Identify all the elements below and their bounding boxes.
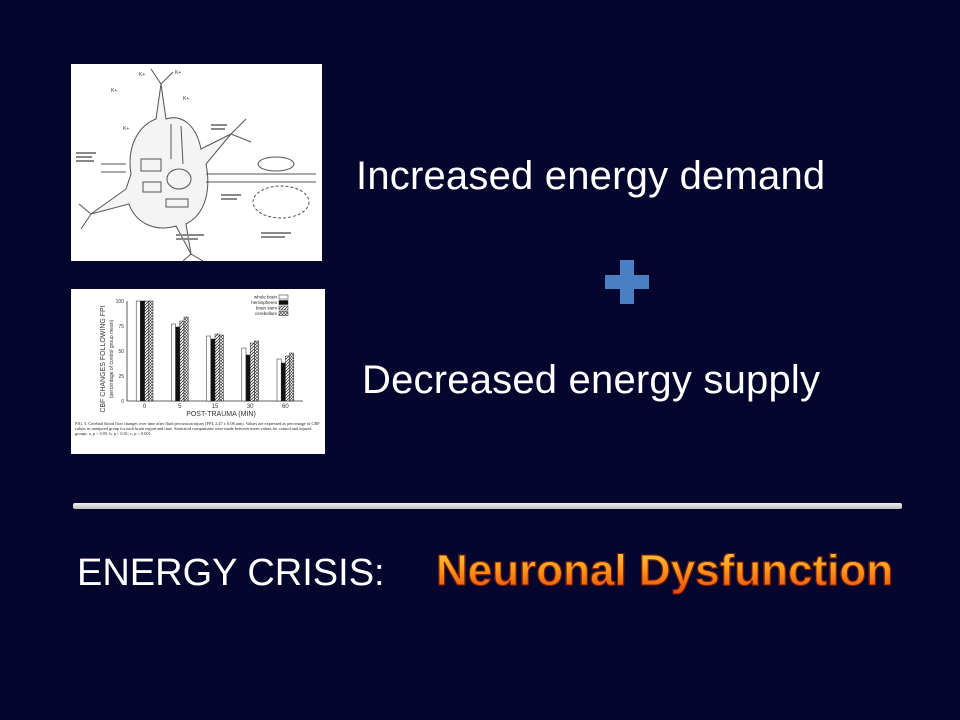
k-label: K+ bbox=[111, 88, 117, 94]
decreased-supply-text: Decreased energy supply bbox=[362, 358, 821, 402]
y-tick-label: 0 bbox=[121, 399, 124, 405]
chart-bar bbox=[280, 362, 286, 402]
x-tick-label: 0 bbox=[143, 404, 147, 410]
x-tick-label: 30 bbox=[247, 404, 254, 410]
chart-bar bbox=[140, 300, 145, 402]
legend-swatch bbox=[278, 294, 289, 300]
k-label: K+ bbox=[183, 96, 189, 102]
plus-icon bbox=[605, 260, 649, 304]
cbf-chart-figure: CBF CHANGES FOLLOWING FPI (percentage of… bbox=[71, 289, 325, 454]
y-axis-label: CBF CHANGES FOLLOWING FPI bbox=[100, 305, 107, 412]
legend-swatch bbox=[278, 311, 289, 316]
legend-swatch bbox=[278, 305, 289, 311]
chart-bar bbox=[183, 316, 189, 402]
divider-line bbox=[73, 503, 902, 509]
k-label: K+ bbox=[123, 126, 129, 132]
chart-bar bbox=[276, 358, 282, 402]
chart-bar bbox=[179, 320, 185, 402]
chart-bar bbox=[285, 355, 290, 402]
legend-label: brain stem bbox=[256, 306, 277, 311]
chart-bar bbox=[206, 335, 212, 402]
chart-bar bbox=[171, 323, 176, 402]
chart-bar bbox=[175, 326, 181, 402]
increased-demand-text: Increased energy demand bbox=[356, 154, 826, 198]
chart-bar bbox=[241, 347, 247, 402]
neuron-diagram-figure: K+ K+ K+ K+ K+ bbox=[71, 64, 322, 261]
legend-swatch bbox=[278, 300, 289, 305]
y-axis-sublabel: (percentage of control group mean) bbox=[109, 319, 115, 398]
y-tick-label: 75 bbox=[118, 324, 124, 330]
chart-caption: FIG. 3. Cerebral blood flow changes over… bbox=[75, 421, 320, 436]
legend-label: hemispheres bbox=[251, 300, 278, 305]
neuron-diagram: K+ K+ K+ K+ K+ bbox=[76, 68, 316, 261]
chart-bar bbox=[214, 333, 220, 402]
chart-bar bbox=[144, 300, 150, 402]
x-tick-label: 15 bbox=[212, 404, 219, 410]
legend-label: whole brain bbox=[254, 295, 278, 300]
cbf-bar-chart: CBF CHANGES FOLLOWING FPI (percentage of… bbox=[75, 294, 320, 437]
chart-bar bbox=[135, 300, 141, 402]
chart-bar bbox=[210, 338, 216, 402]
k-label: K+ bbox=[139, 72, 145, 78]
chart-bar bbox=[249, 342, 255, 402]
legend-label: cerebellum bbox=[255, 311, 277, 316]
x-tick-label: 60 bbox=[282, 404, 289, 410]
x-axis-label: POST-TRAUMA (MIN) bbox=[186, 411, 256, 418]
chart-bar bbox=[289, 352, 295, 402]
chart-bar bbox=[245, 354, 251, 402]
chart-bar bbox=[254, 340, 259, 402]
y-tick-label: 50 bbox=[118, 349, 124, 355]
chart-bar bbox=[218, 334, 224, 402]
y-tick-label: 25 bbox=[118, 374, 124, 380]
neuronal-dysfunction-heading: Neuronal Dysfunction bbox=[435, 546, 894, 596]
energy-crisis-label: ENERGY CRISIS: bbox=[77, 552, 385, 594]
chart-bar bbox=[148, 300, 154, 402]
k-label: K+ bbox=[175, 70, 181, 76]
y-tick-label: 100 bbox=[116, 299, 125, 305]
x-tick-label: 5 bbox=[178, 404, 182, 410]
